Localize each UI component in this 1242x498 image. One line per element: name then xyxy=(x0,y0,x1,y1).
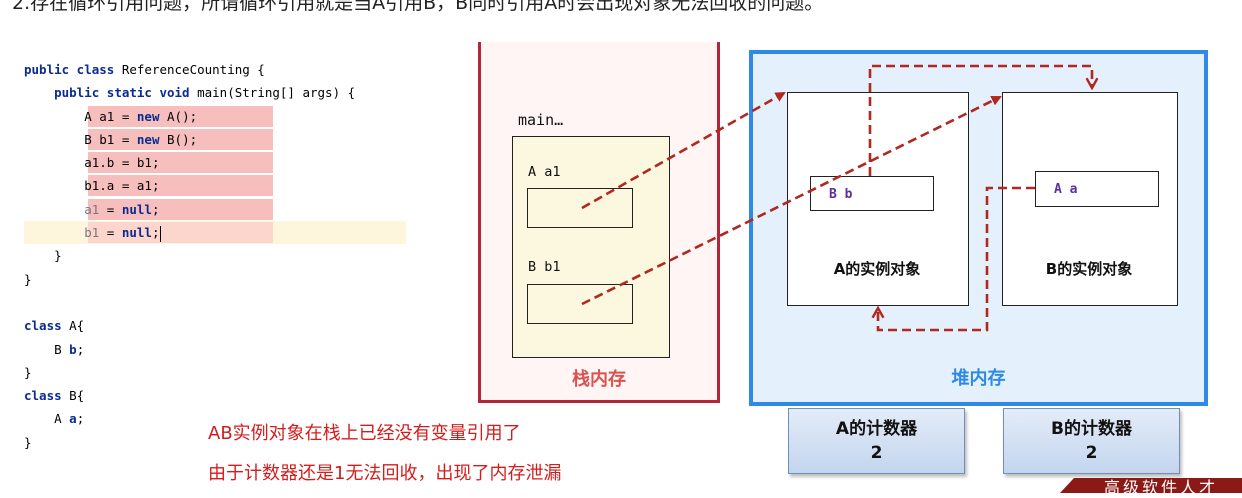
counter-a: A的计数器 2 xyxy=(788,408,965,474)
code-line: A a; xyxy=(54,411,85,427)
watermark-text: 高级软件人才 xyxy=(1104,478,1219,497)
arrow-a1-to-object-a xyxy=(581,91,786,210)
code-line: class B{ xyxy=(24,388,85,404)
object-a-field-label: B b xyxy=(829,187,853,202)
var-b1-slot xyxy=(527,284,633,324)
code-line-highlighted: A a1 = new A(); xyxy=(24,105,424,128)
text-caret xyxy=(159,225,161,242)
var-a1-label: A a1 xyxy=(528,164,561,180)
arrow-b1-to-object-b xyxy=(581,95,1002,306)
arrow-field-a-to-object-a xyxy=(878,186,1035,332)
code-line-highlighted: a1.b = b1; xyxy=(24,151,424,174)
code-line-current: b1 = null; xyxy=(24,221,424,245)
code-line: } xyxy=(54,248,62,264)
code-line: } xyxy=(24,271,32,287)
code-line-highlighted: a1 = null; xyxy=(24,198,424,221)
object-a-field-b xyxy=(810,176,934,211)
annotation-line-1: AB实例对象在栈上已经没有变量引用了 xyxy=(208,423,521,444)
code-line: } xyxy=(24,364,32,380)
var-b1-label: B b1 xyxy=(528,259,561,275)
code-line: public class ReferenceCounting { xyxy=(24,62,265,77)
arrow-field-b-to-object-b xyxy=(868,64,1092,176)
page-heading: 2.存在循环引用问题，所谓循环引用就是当A引用B，B同时引用A时会出现对象无法回… xyxy=(12,0,824,14)
code-line: } xyxy=(24,434,32,450)
stack-memory-label: 栈内存 xyxy=(572,369,626,390)
code-line: public static void main(String[] args) { xyxy=(54,85,356,101)
annotation-line-2: 由于计数器还是1无法回收，出现了内存泄漏 xyxy=(208,463,562,484)
main-frame-label: main… xyxy=(518,111,564,129)
heap-memory-label: 堆内存 xyxy=(951,368,1006,389)
code-line: class A{ xyxy=(24,318,85,334)
counter-b-title: B的计数器 xyxy=(1051,419,1132,439)
counter-b: B的计数器 2 xyxy=(1003,408,1180,474)
var-a1-slot xyxy=(527,188,633,228)
object-b-field-a xyxy=(1035,171,1159,207)
code-panel: public class ReferenceCounting { public … xyxy=(24,58,424,454)
object-b-field-label: A a xyxy=(1054,182,1078,197)
object-a-name: A的实例对象 xyxy=(833,260,921,278)
counter-a-value: 2 xyxy=(870,443,883,463)
counter-a-title: A的计数器 xyxy=(835,419,918,439)
code-line-highlighted: b1.a = a1; xyxy=(24,174,424,197)
code-line: B b; xyxy=(54,341,85,357)
counter-b-value: 2 xyxy=(1085,443,1098,463)
code-line-highlighted: B b1 = new B(); xyxy=(24,128,424,151)
watermark-ribbon xyxy=(1060,478,1242,493)
object-b-name: B的实例对象 xyxy=(1045,260,1133,278)
